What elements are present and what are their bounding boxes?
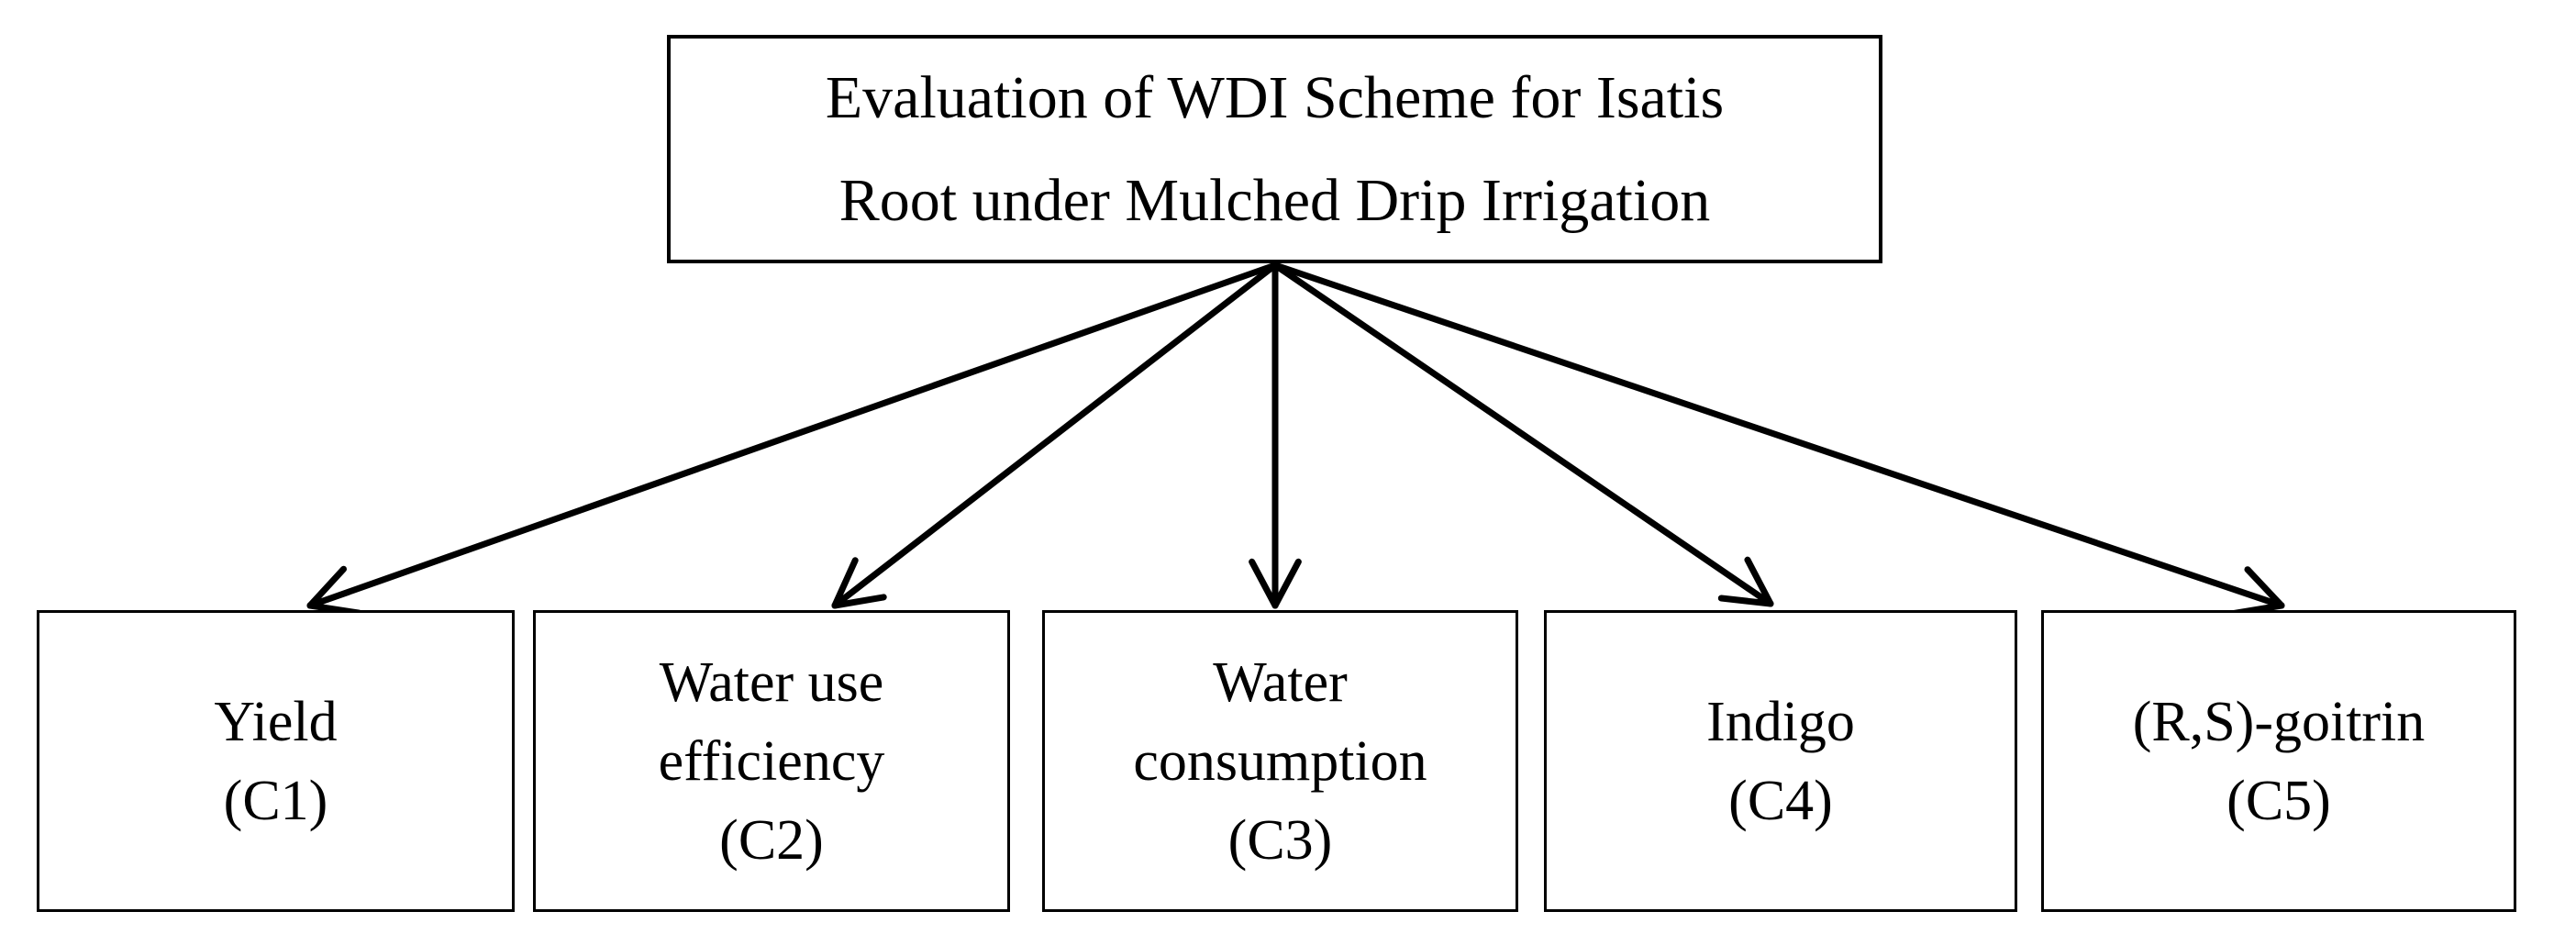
criterion-c5-label: (R,S)-goitrin [2132,690,2426,753]
criterion-box-c5: (R,S)-goitrin (C5) [2041,610,2516,912]
criterion-box-c1: Yield (C1) [37,610,515,912]
title-line-1: Evaluation of WDI Scheme for Isatis [825,63,1725,131]
criterion-c3-label-line-2: consumption [1133,729,1427,793]
criterion-c2-label-line-2: efficiency [658,729,885,793]
title-line-2: Root under Mulched Drip Irrigation [838,166,1711,234]
criterion-box-c3: Water consumption (C3) [1042,610,1518,912]
criterion-box-c2: Water use efficiency (C2) [533,610,1010,912]
criterion-c4-label: Indigo [1706,690,1855,753]
criterion-box-c4: Indigo (C4) [1544,610,2017,912]
criterion-c2-code: (C2) [719,808,824,872]
criterion-c3-code: (C3) [1227,808,1333,872]
title-box: Evaluation of WDI Scheme for Isatis Root… [667,35,1882,263]
criterion-c5-code: (C5) [2226,769,2331,832]
criterion-c1-code: (C1) [223,769,328,832]
criterion-c4-code: (C4) [1728,769,1833,832]
criterion-c2-label-line-1: Water use [659,650,884,714]
criterion-c3-label-line-1: Water [1213,650,1348,714]
criterion-c1-label: Yield [214,690,338,753]
